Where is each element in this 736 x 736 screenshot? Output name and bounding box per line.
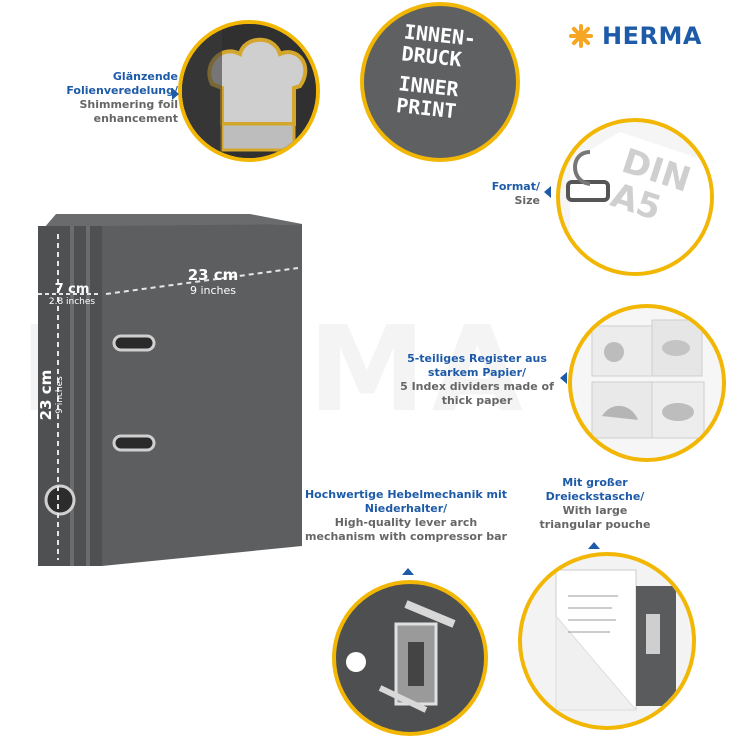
- arrow-up-icon: [588, 542, 600, 549]
- lever-slot-top: [112, 334, 156, 352]
- lever-slot-bottom: [112, 434, 156, 452]
- feature-foil-label: Glänzende Folienveredelung/ Shimmering f…: [30, 70, 178, 126]
- feature-pouch-label: Mit großer Dreieckstasche/ With large tr…: [530, 476, 660, 532]
- feature-format-label: Format/ Size: [430, 180, 540, 208]
- arrow-left-icon: [544, 186, 551, 198]
- height-sub: 9 inches: [55, 376, 65, 414]
- binder-illustration: [38, 214, 302, 566]
- spine-dimension-label: 7 cm 2.8 inches: [42, 282, 102, 307]
- feature-foil-en: Shimmering foil enhancement: [79, 98, 178, 125]
- inner-print-text: INNEN- DRUCK INNER PRINT: [395, 19, 477, 123]
- feature-lever-label: Hochwertige Hebelmechanik mit Niederhalt…: [300, 488, 512, 544]
- arrow-left-icon: [560, 372, 567, 384]
- width-sub: 9 inches: [189, 284, 237, 297]
- feature-foil-de: Glänzende Folienveredelung/: [66, 70, 178, 97]
- brand-name: HERMA: [602, 22, 702, 50]
- feature-lever-en: High-quality lever arch mechanism with c…: [305, 516, 507, 543]
- ring-mechanism-icon: [566, 132, 710, 272]
- binder-top: [44, 214, 302, 228]
- spine-ridge: [86, 226, 90, 566]
- star-icon: [569, 24, 593, 48]
- arrow-right-icon: [172, 88, 179, 100]
- chef-hat-foil-icon: [182, 24, 316, 158]
- feature-dividers-de: 5-teiliges Register aus starkem Papier/: [407, 352, 547, 379]
- inner-print-circle: INNEN- DRUCK INNER PRINT: [360, 2, 520, 162]
- feature-pouch-en: With large triangular pouche: [539, 504, 651, 531]
- feature-pouch-de: Mit großer Dreieckstasche/: [545, 476, 645, 503]
- pouch-icon: [555, 569, 676, 711]
- feature-lever-de: Hochwertige Hebelmechanik mit Niederhalt…: [304, 488, 508, 515]
- spine-value: 7 cm: [54, 282, 90, 297]
- finger-hole: [44, 484, 76, 516]
- lever-mechanism-circle: [332, 580, 488, 736]
- binder-cover: [102, 224, 302, 566]
- spine-sub: 2.8 inches: [48, 297, 96, 307]
- index-dividers-circle: [568, 304, 726, 462]
- foil-detail-circle: [178, 20, 320, 162]
- feature-format-en: Size: [514, 194, 540, 207]
- feature-format-de: Format/: [491, 180, 540, 193]
- arrow-up-icon: [402, 568, 414, 575]
- width-value: 23 cm: [187, 266, 239, 284]
- lever-arch-icon: [346, 600, 456, 713]
- index-dividers-icon: [591, 319, 705, 439]
- height-value: 23 cm: [37, 369, 55, 421]
- feature-dividers-en: 5 Index dividers made of thick paper: [400, 380, 554, 407]
- triangular-pouch-circle: [518, 552, 696, 730]
- width-dimension-label: 23 cm 9 inches: [178, 266, 248, 297]
- feature-dividers-label: 5-teiliges Register aus starkem Papier/ …: [392, 352, 562, 408]
- herma-logo: HERMA: [568, 22, 702, 50]
- height-dimension-label: 23 cm 9 inches: [37, 345, 67, 445]
- format-circle: DIN A5: [556, 118, 714, 276]
- spine-ridge: [70, 226, 74, 566]
